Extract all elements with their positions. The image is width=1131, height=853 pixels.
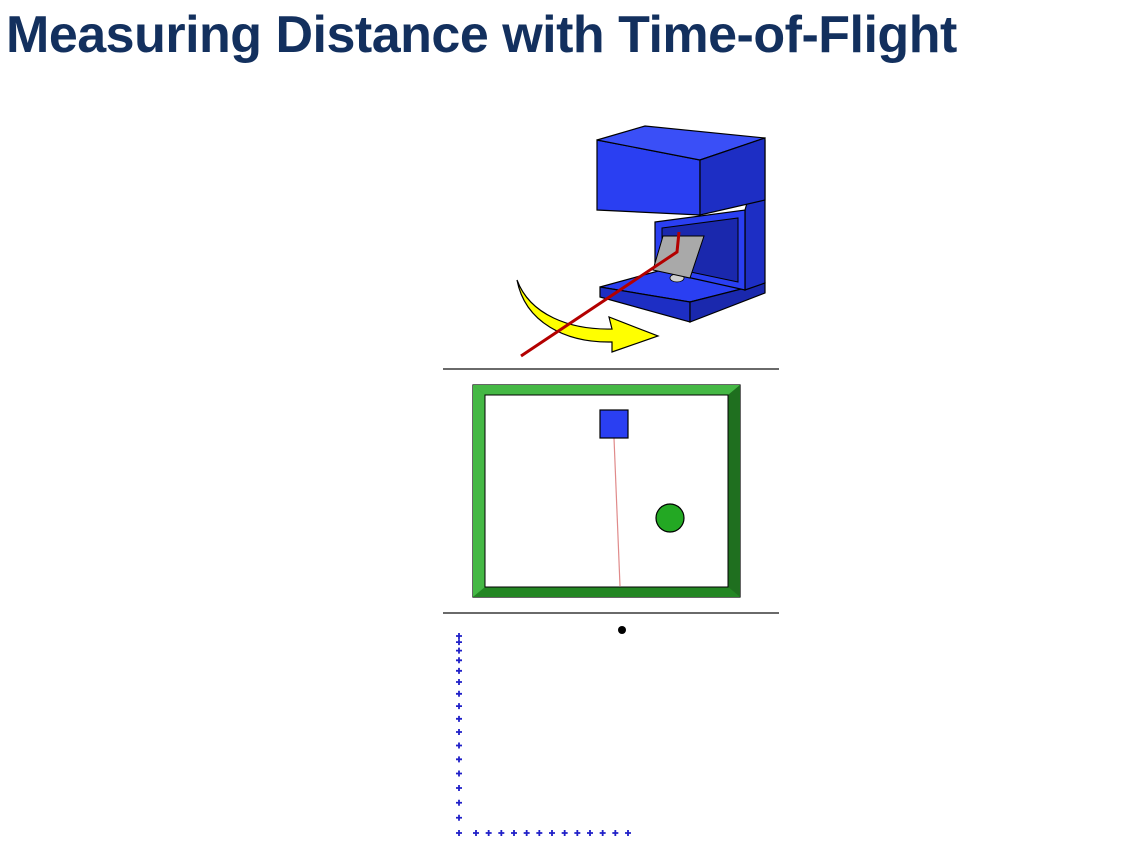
plus-marker-icon — [456, 830, 462, 836]
plus-marker-icon — [456, 742, 462, 749]
slide-title: Measuring Distance with Time-of-Flight — [6, 6, 957, 64]
plus-marker-icon — [456, 703, 462, 710]
plus-marker-icon — [456, 657, 462, 664]
plus-marker-icon — [456, 799, 462, 806]
plus-marker-icon — [561, 830, 568, 836]
plus-marker-icon — [612, 830, 619, 836]
plus-marker-icon — [587, 830, 593, 836]
plus-marker-icon — [456, 770, 462, 777]
plus-marker-icon — [456, 728, 462, 735]
plus-marker-icon — [599, 830, 606, 836]
plus-marker-icon — [625, 830, 631, 836]
plus-marker-icon — [456, 679, 462, 686]
plus-marker-icon — [523, 830, 530, 836]
plus-marker-icon — [456, 639, 462, 646]
plus-marker-icon — [456, 633, 462, 639]
plus-marker-icon — [485, 830, 492, 836]
circle-obstacle-icon — [655, 503, 685, 533]
plus-marker-icon — [456, 814, 462, 821]
plus-marker-icon — [456, 667, 462, 674]
scanner-position-dot — [618, 626, 626, 634]
curved-arrow-icon — [516, 279, 660, 353]
plus-marker-icon — [536, 830, 543, 836]
scan-ray — [613, 437, 621, 587]
laser-scanner-icon — [596, 125, 766, 323]
plus-marker-icon — [456, 715, 462, 722]
plus-marker-icon — [456, 690, 462, 697]
plus-marker-icon — [456, 784, 462, 791]
scan-points — [456, 633, 631, 836]
plus-marker-icon — [456, 756, 462, 763]
plus-marker-icon — [511, 830, 517, 836]
plus-marker-icon — [473, 830, 479, 836]
laser-beam — [520, 231, 681, 358]
robot-square-icon — [599, 409, 629, 439]
plus-marker-icon — [549, 830, 555, 836]
plus-marker-icon — [498, 830, 505, 836]
plus-marker-icon — [574, 830, 581, 836]
plus-marker-icon — [456, 647, 462, 654]
